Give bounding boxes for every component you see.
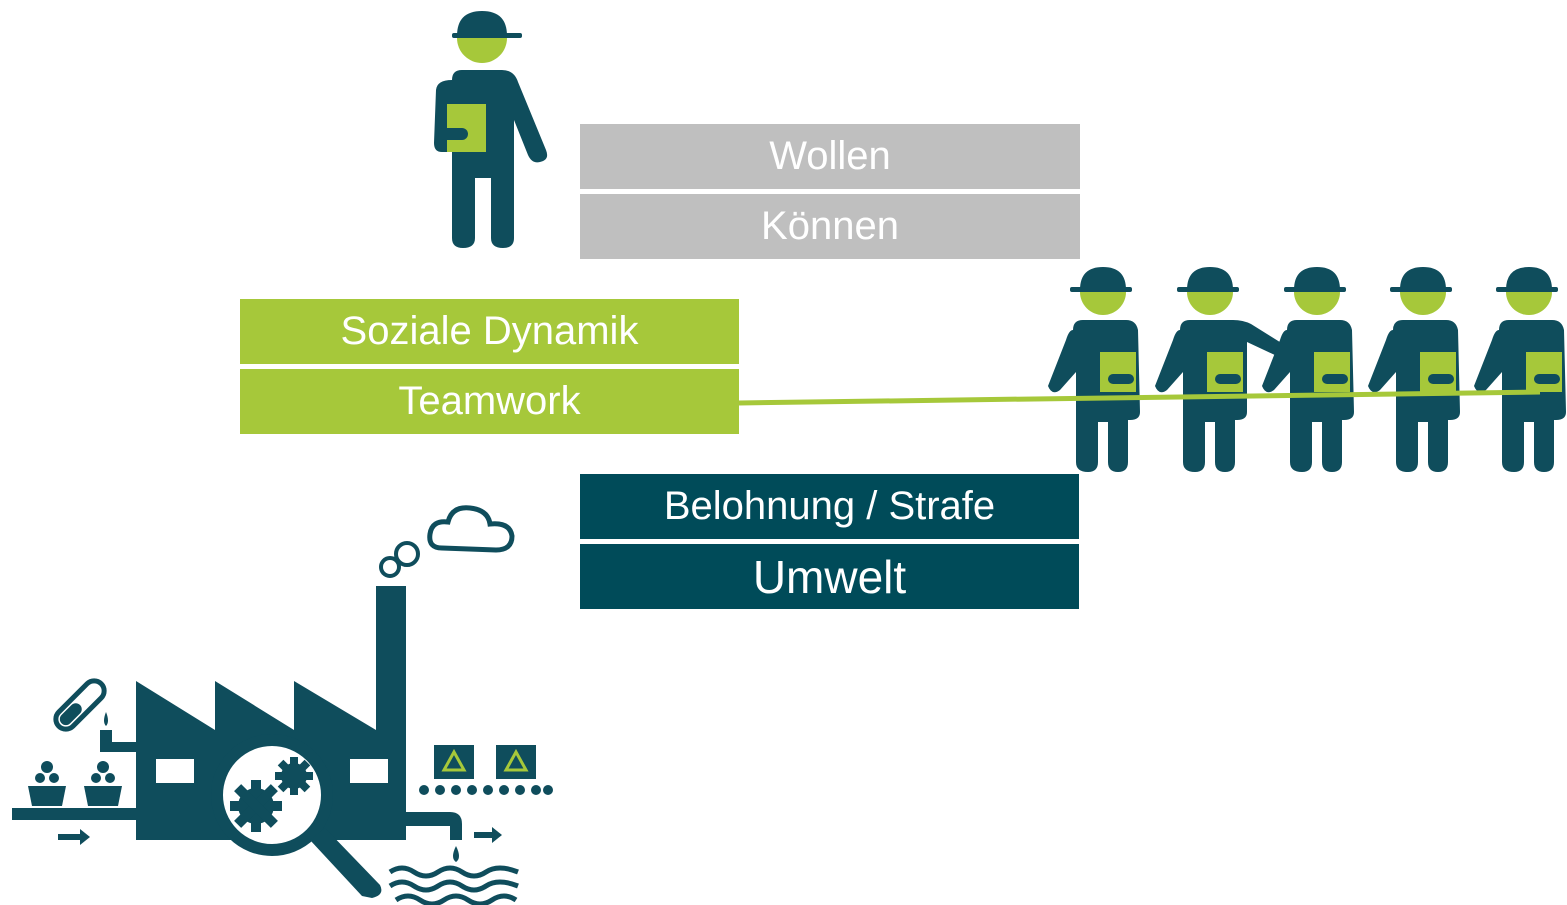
koennen-bar: Können [580,194,1080,259]
wollen-bar: Wollen [580,124,1080,189]
teamwork-bar: Teamwork [240,369,739,434]
teamwork-label: Teamwork [398,379,581,423]
umwelt-label: Umwelt [752,550,907,603]
soziale-dynamik-label: Soziale Dynamik [340,309,639,353]
wollen-label: Wollen [769,134,891,178]
belohnung-strafe-bar: Belohnung / Strafe [580,474,1079,539]
umwelt-bar: Umwelt [580,544,1079,609]
soziale-dynamik-bar: Soziale Dynamik [240,299,739,364]
belohnung-strafe-label: Belohnung / Strafe [663,484,996,528]
koennen-label: Können [761,204,899,248]
